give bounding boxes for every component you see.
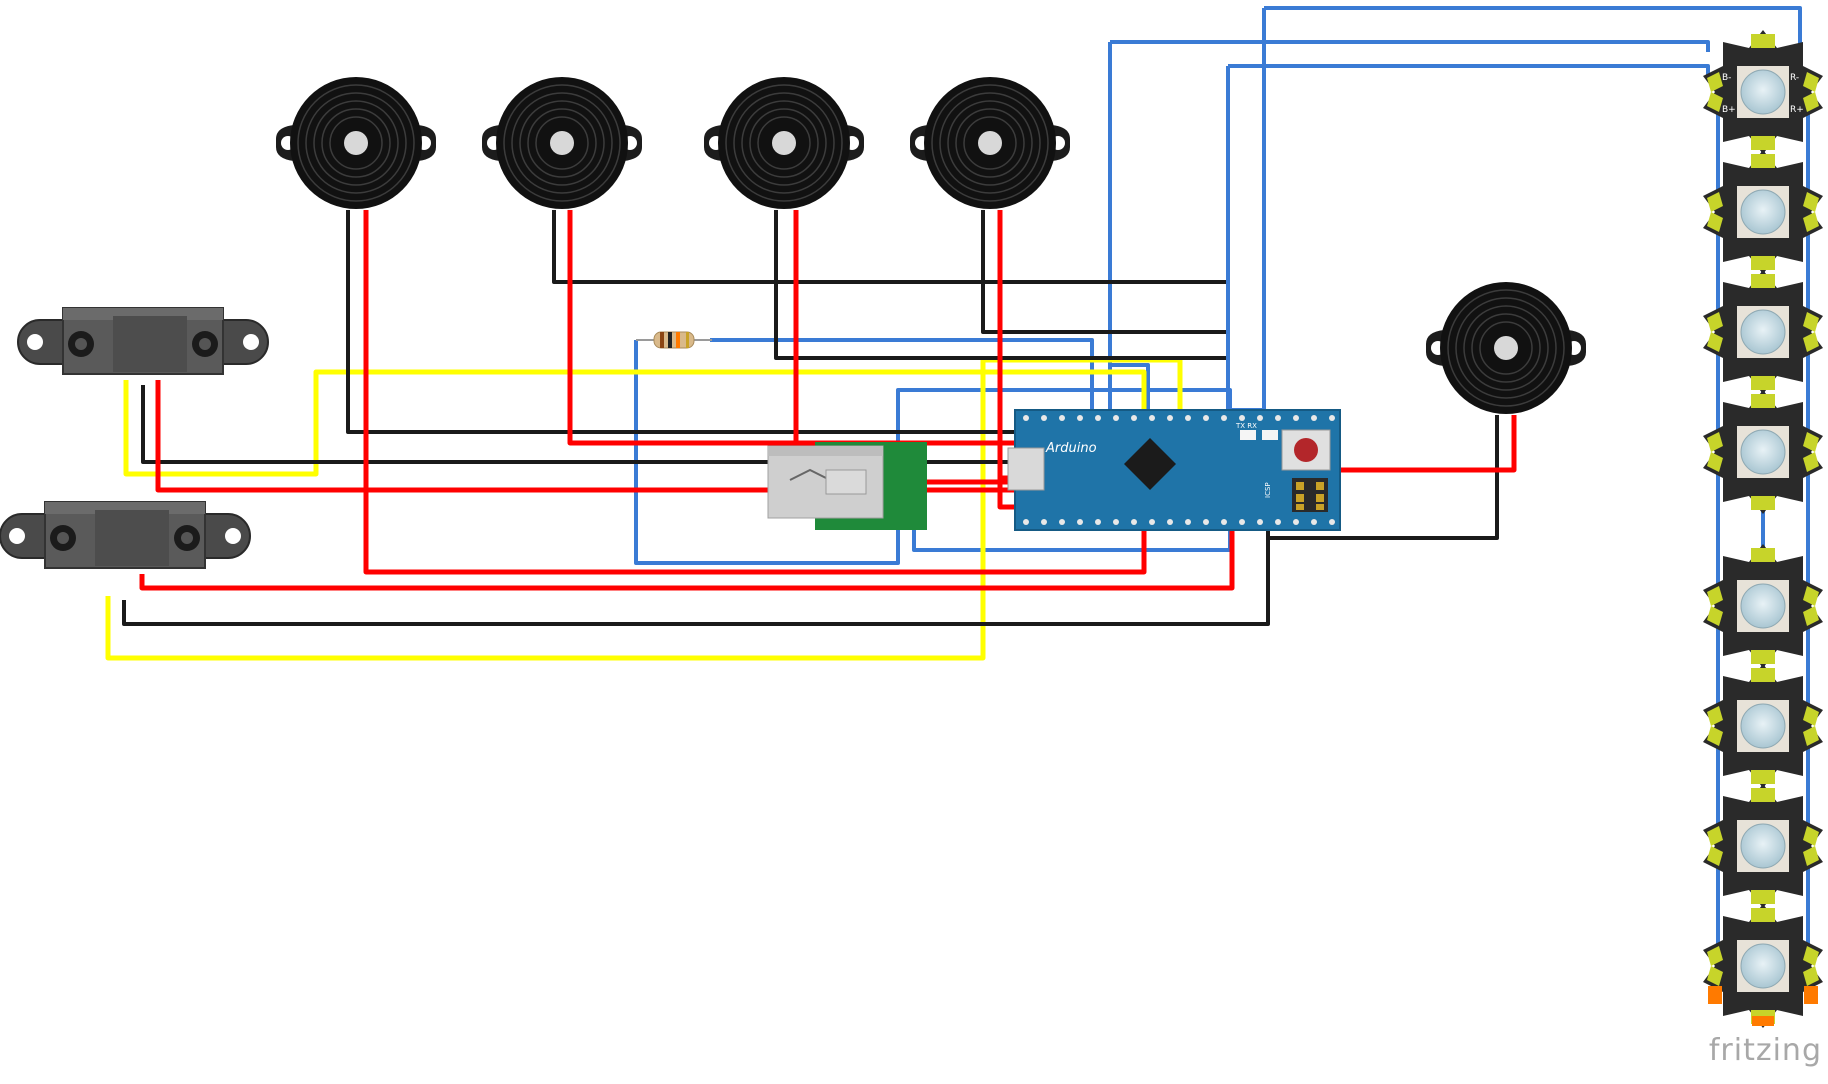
arduino-micro-board: Arduino ICSP TX RX xyxy=(1007,409,1341,531)
led-label-bminus: B- xyxy=(1722,73,1731,83)
icsp-label: ICSP xyxy=(1264,482,1272,498)
led-end-pad-right xyxy=(1804,986,1818,1004)
led-pixel-5 xyxy=(1702,543,1824,669)
led-pixel-6 xyxy=(1702,663,1824,789)
piezo-buzzer-3 xyxy=(703,76,865,210)
power-switch-module xyxy=(767,442,927,530)
ir-distance-sensor-2 xyxy=(0,501,251,569)
led-end-pad-bottom xyxy=(1752,1016,1774,1026)
led-pad-labels: B- B+ R- R+ xyxy=(1722,73,1804,115)
resistor xyxy=(636,331,712,349)
led-label-bplus: B+ xyxy=(1722,105,1736,115)
piezo-buzzer-1 xyxy=(275,76,437,210)
fritzing-watermark: fritzing xyxy=(1708,1033,1822,1068)
led-pixel-2 xyxy=(1702,149,1824,275)
led-end-pad-left xyxy=(1708,986,1722,1004)
piezo-buzzer-4 xyxy=(909,76,1071,210)
led-pixel-8 xyxy=(1702,903,1824,1029)
led-pixel-4 xyxy=(1702,389,1824,515)
led-label-rplus: R+ xyxy=(1790,105,1804,115)
piezo-buzzer-2 xyxy=(481,76,643,210)
ir-distance-sensor-1 xyxy=(17,307,269,375)
led-label-rminus: R- xyxy=(1790,73,1799,83)
piezo-buzzer-5 xyxy=(1425,281,1587,415)
board-label: Arduino xyxy=(1045,441,1097,456)
led-pixel-1 xyxy=(1702,29,1824,155)
led-pixel-7 xyxy=(1702,783,1824,909)
led-pixel-3 xyxy=(1702,269,1824,395)
txrx-label: TX RX xyxy=(1235,422,1257,430)
